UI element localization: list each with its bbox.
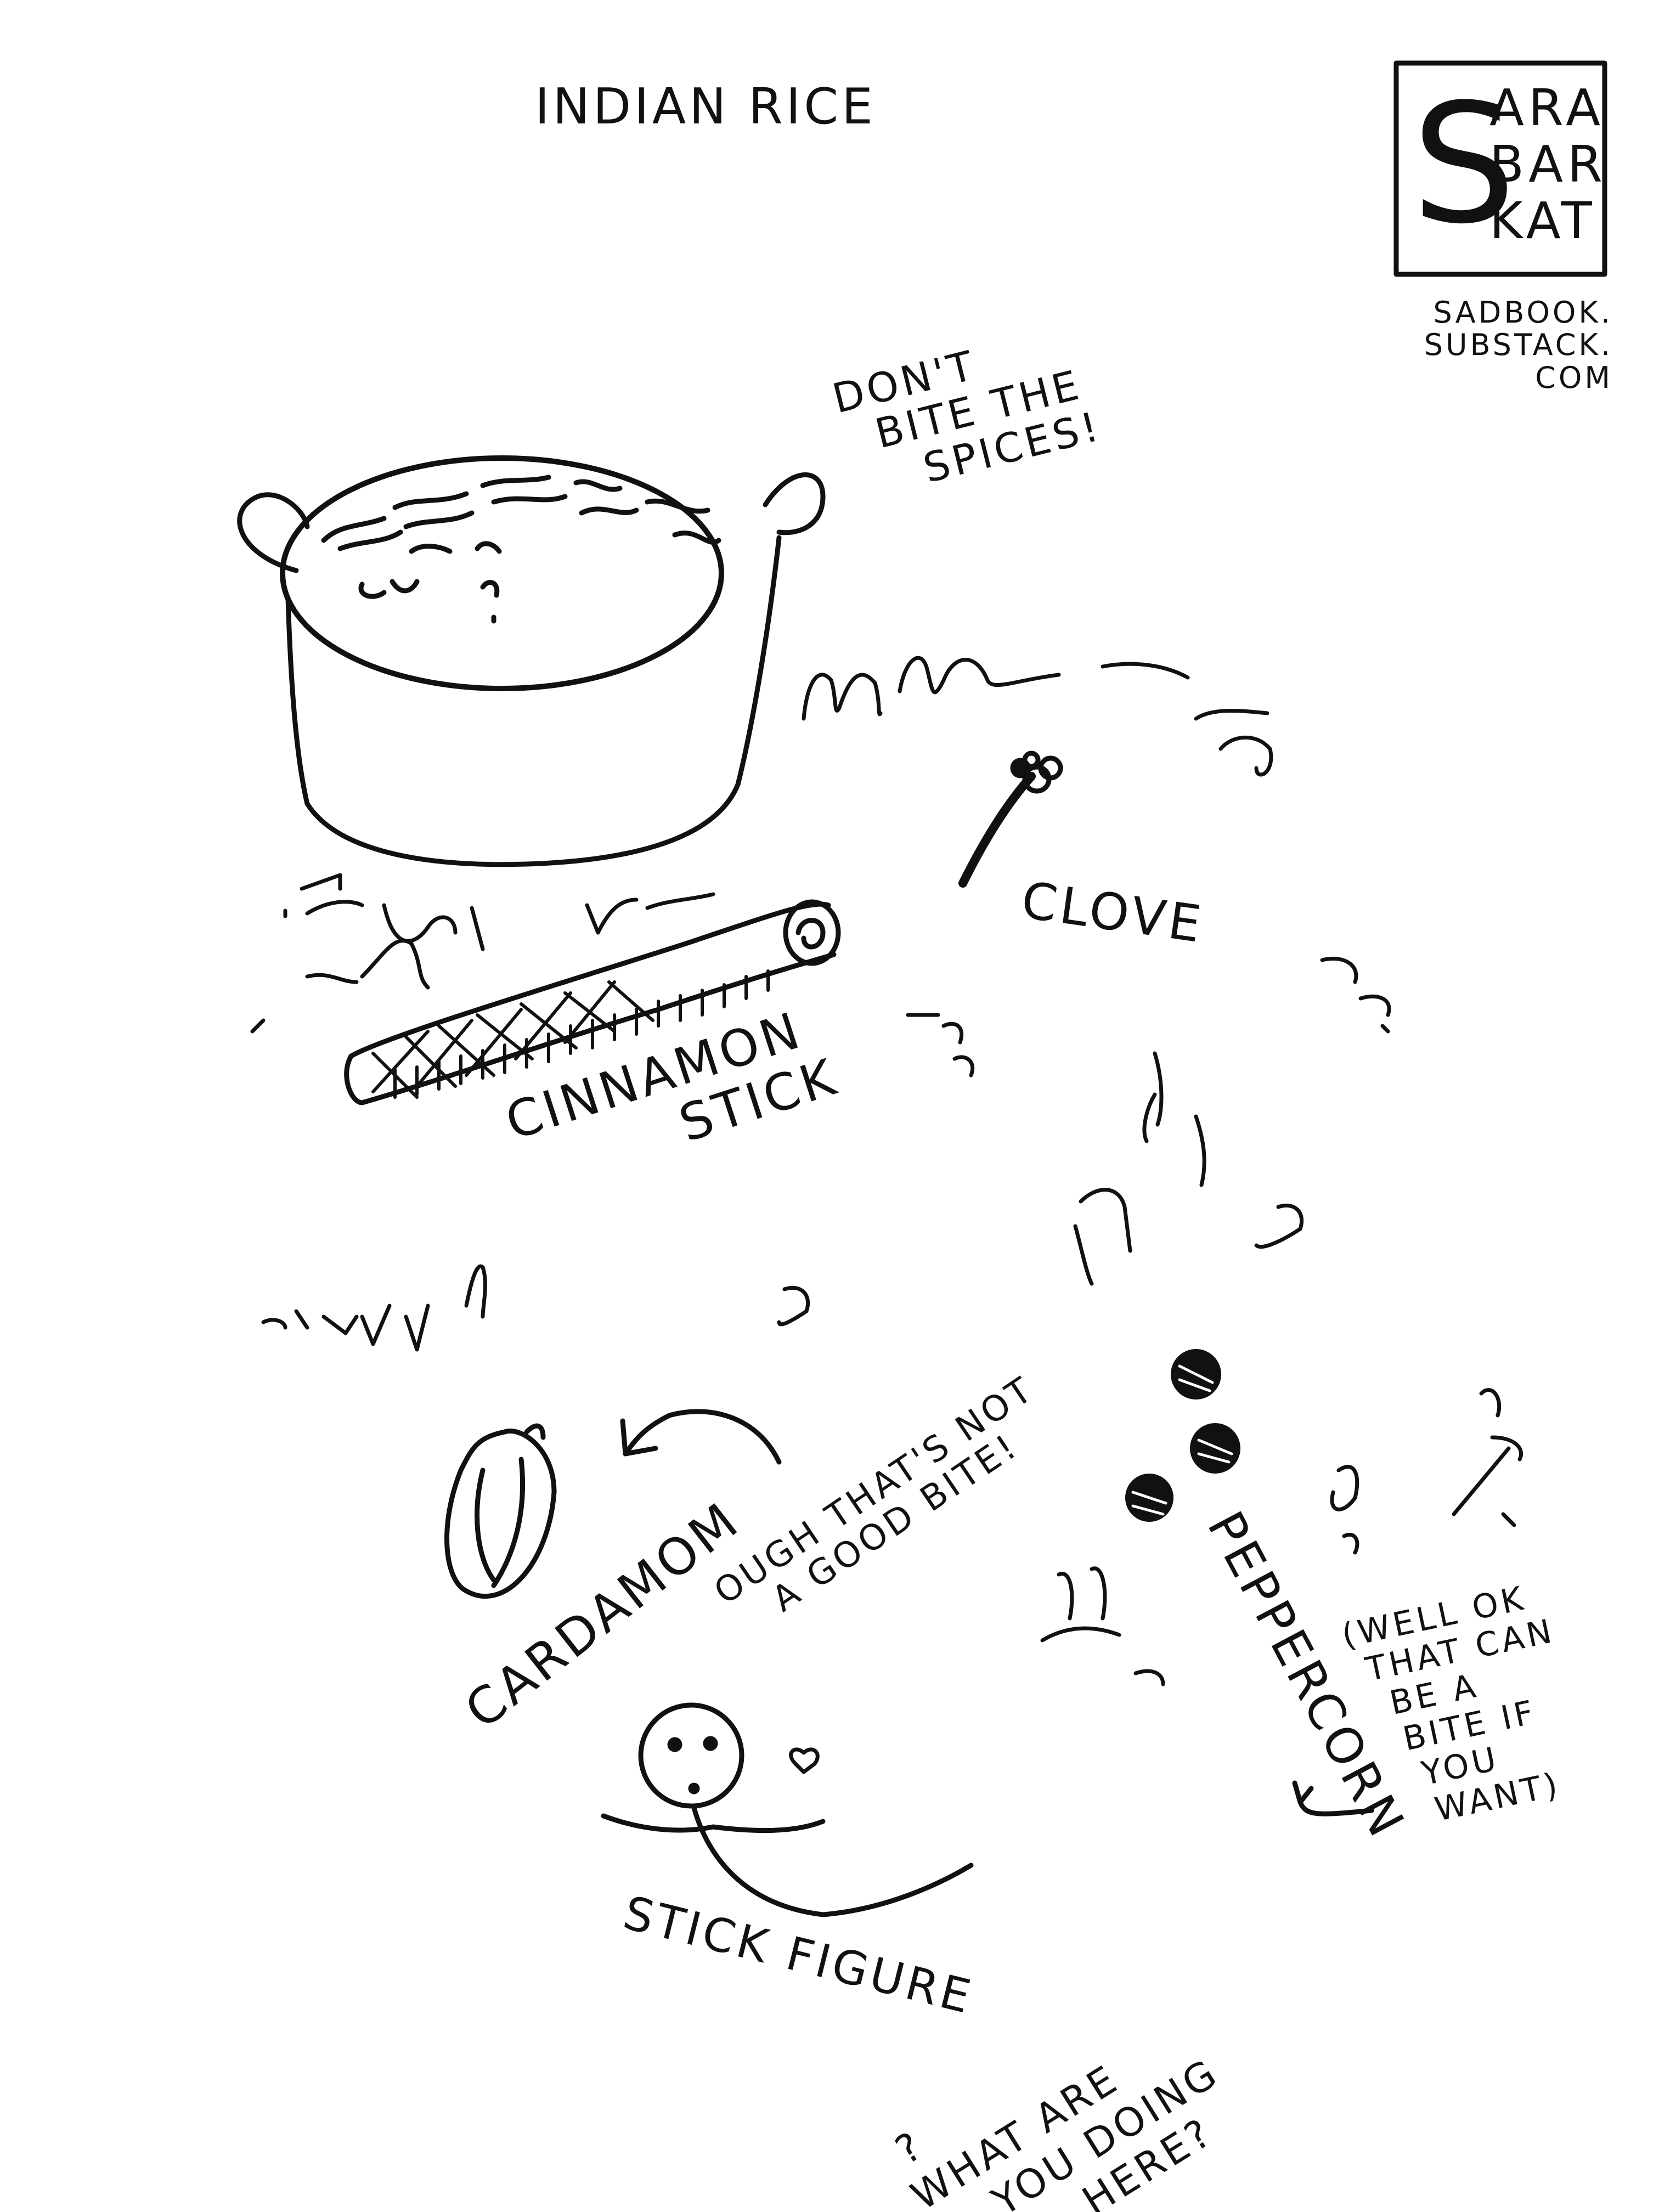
- website-line-1: SADBOOK.: [1433, 295, 1613, 330]
- arrow-to-cardamom: [623, 1409, 782, 1465]
- website-line-3: COM: [1535, 360, 1613, 395]
- logo-line-1: ARA: [1489, 78, 1605, 137]
- logo-initial: S: [1412, 69, 1516, 260]
- page-title: INDIAN RICE: [535, 78, 876, 136]
- logo-line-2: BAR: [1489, 135, 1607, 194]
- logo-lines: ARA BAR KAT: [1489, 80, 1607, 249]
- arrow-to-peppercorn: [1297, 1799, 1374, 1816]
- cinnamon-drawing: [344, 899, 841, 1105]
- logo-line-3: KAT: [1489, 191, 1596, 251]
- peppercorns-drawing: [1125, 1349, 1240, 1522]
- stick-figure-drawing: [601, 1702, 974, 1917]
- website-url: SADBOOK. SUBSTACK. COM: [1421, 296, 1613, 394]
- logo: S ARA BAR KAT: [1396, 63, 1605, 274]
- cardamom-drawing: [444, 1423, 557, 1599]
- pot-drawing: [237, 455, 826, 867]
- clove-drawing: [958, 751, 1063, 888]
- logo-frame: [1393, 60, 1607, 277]
- arrows: [620, 1409, 1374, 1816]
- motion-marks: [250, 656, 1523, 1686]
- website-line-2: SUBSTACK.: [1424, 328, 1613, 363]
- heart-icon: [789, 1747, 820, 1774]
